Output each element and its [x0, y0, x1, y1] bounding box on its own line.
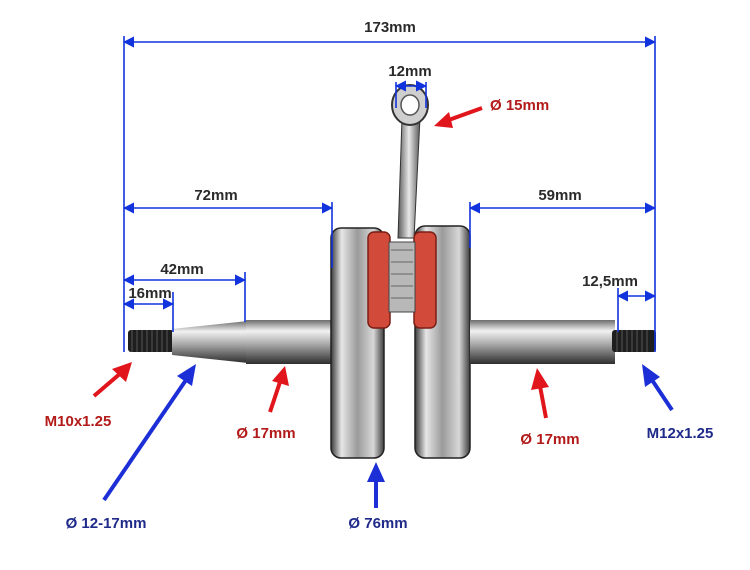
- arrow-icon: [367, 462, 385, 508]
- right-journal: [470, 320, 615, 364]
- label-right-to-web: 59mm: [538, 187, 581, 204]
- label-left-bearing-diameter: Ø 17mm: [236, 425, 295, 442]
- label-left-to-web: 72mm: [194, 187, 237, 204]
- label-left-thread-size: M10x1.25: [45, 413, 112, 430]
- label-right-thread-size: M12x1.25: [647, 425, 714, 442]
- arrow-icon: [268, 366, 289, 413]
- label-left-taper: 42mm: [160, 261, 203, 278]
- label-flywheel-diameter: Ø 76mm: [348, 515, 407, 532]
- left-seal: [367, 231, 391, 329]
- arrow-icon: [92, 362, 132, 398]
- left-journal: [246, 320, 336, 364]
- label-total-length: 173mm: [364, 19, 416, 36]
- left-taper: [172, 321, 248, 363]
- right-seal: [413, 231, 437, 329]
- label-left-thread: 16mm: [128, 285, 171, 302]
- label-right-bearing-diameter: Ø 17mm: [520, 431, 579, 448]
- dimension-lines: [122, 36, 657, 352]
- arrow-icon: [531, 368, 549, 419]
- big-end: [388, 241, 416, 313]
- arrow-icon: [434, 106, 483, 128]
- dimension-labels: 173mm 12mm 72mm 59mm 42mm 16mm 12,5mm: [128, 19, 638, 302]
- label-small-end: Ø 15mm: [490, 97, 549, 114]
- label-right-thread: 12,5mm: [582, 273, 638, 290]
- right-thread: [612, 330, 656, 352]
- crankshaft-illustration: [128, 84, 656, 459]
- arrow-icon: [642, 364, 674, 412]
- callout-labels: Ø 15mm M10x1.25 Ø 12-17mm Ø 17mm Ø 76mm …: [45, 97, 714, 532]
- label-left-taper-diameter: Ø 12-17mm: [66, 515, 147, 532]
- label-conrod-width: 12mm: [388, 63, 431, 80]
- arrow-icon: [102, 364, 196, 502]
- connecting-rod: [397, 117, 421, 239]
- callout-arrows: [92, 106, 674, 508]
